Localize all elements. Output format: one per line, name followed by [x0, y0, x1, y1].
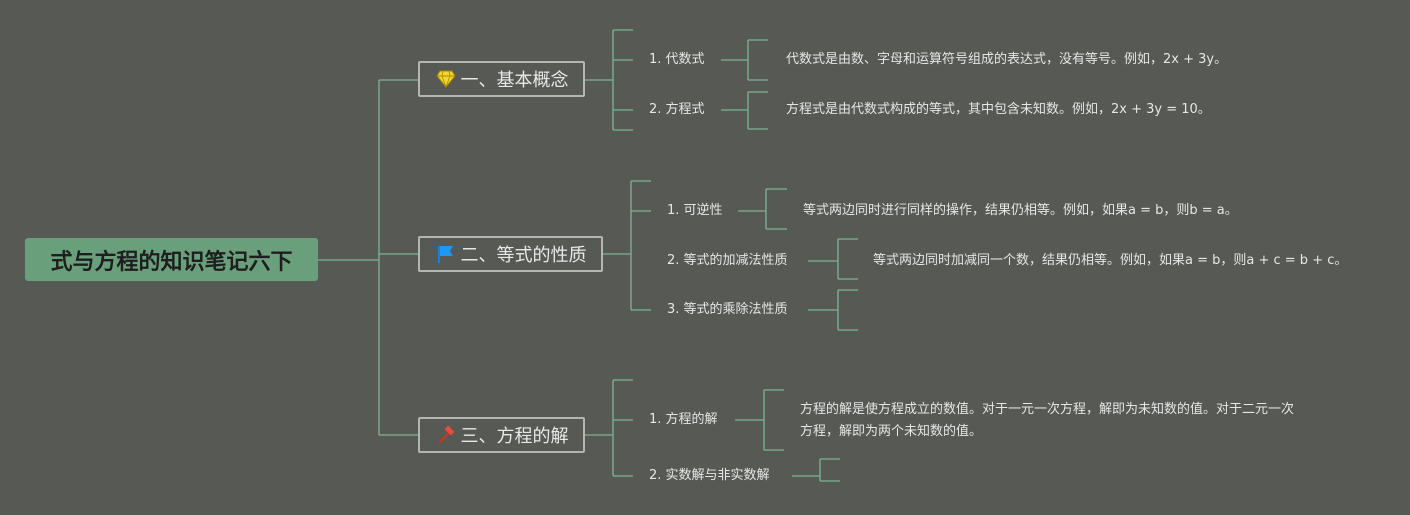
topic-equation-solutions[interactable]: 三、方程的解	[418, 417, 585, 453]
topic-label: 三、方程的解	[460, 426, 569, 447]
subtopic-real-solutions[interactable]: 2. 实数解与非实数解	[649, 468, 770, 483]
subtopic-addition-property[interactable]: 2. 等式的加减法性质	[667, 253, 788, 268]
note-addition-property: 等式两边同时加减同一个数，结果仍相等。例如，如果a = b，则a + c = b…	[873, 253, 1348, 268]
root-title: 式与方程的知识笔记六下	[50, 249, 293, 275]
note-reversibility: 等式两边同时进行同样的操作，结果仍相等。例如，如果a = b，则b = a。	[803, 203, 1238, 218]
topic-equation-properties[interactable]: 二、等式的性质	[418, 236, 603, 272]
hammer-icon	[435, 424, 457, 446]
diamond-icon	[435, 68, 457, 90]
subtopic-solution[interactable]: 1. 方程的解	[649, 412, 718, 427]
note-solution: 方程的解是使方程成立的数值。对于一元一次方程，解即为未知数的值。对于二元一次方程…	[800, 402, 1295, 439]
subtopic-algebraic-expression[interactable]: 1. 代数式	[649, 52, 705, 67]
topic-basic-concepts[interactable]: 一、基本概念	[418, 61, 585, 97]
note-equation: 方程式是由代数式构成的等式，其中包含未知数。例如，2x + 3y = 10。	[786, 102, 1211, 117]
topic-label: 一、基本概念	[460, 70, 569, 91]
subtopic-equation[interactable]: 2. 方程式	[649, 102, 705, 117]
topic-label: 二、等式的性质	[460, 245, 587, 266]
subtopic-multiplication-property[interactable]: 3. 等式的乘除法性质	[667, 302, 788, 317]
subtopic-reversibility[interactable]: 1. 可逆性	[667, 203, 723, 218]
note-algebraic-expression: 代数式是由数、字母和运算符号组成的表达式，没有等号。例如，2x + 3y。	[786, 52, 1228, 67]
root-topic[interactable]: 式与方程的知识笔记六下	[25, 238, 318, 281]
flag-icon	[435, 243, 457, 265]
